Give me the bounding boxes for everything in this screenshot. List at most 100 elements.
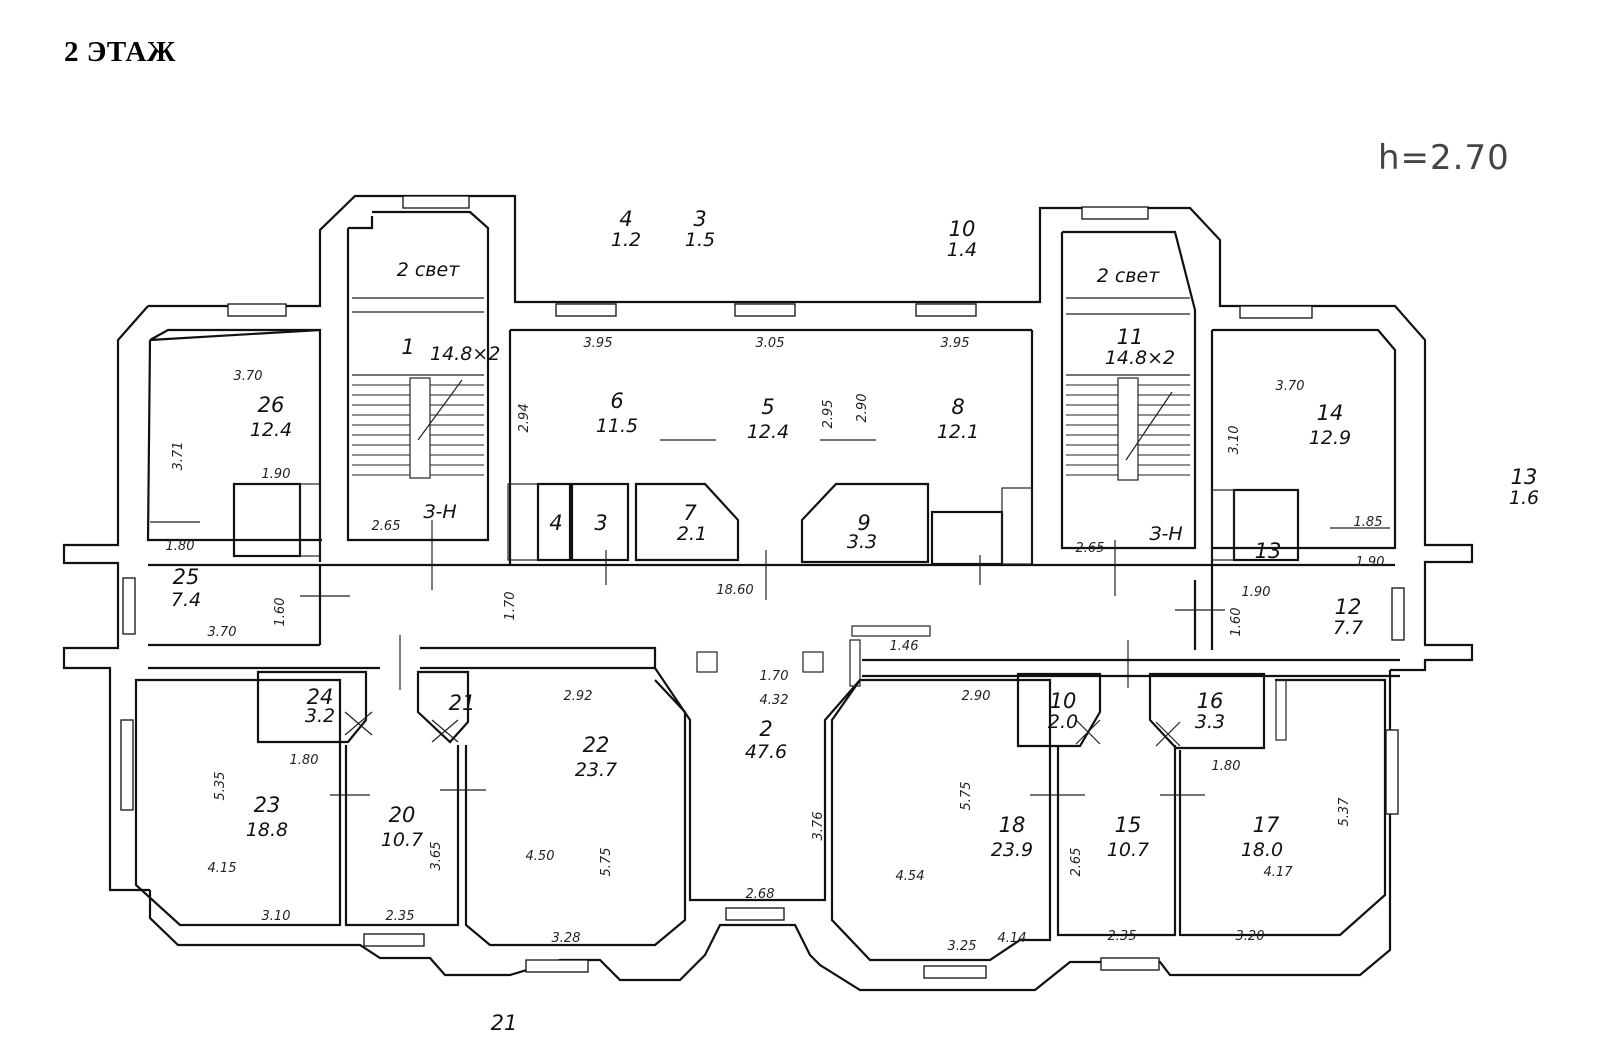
- dim-4-17: 4.17: [1264, 865, 1294, 880]
- label-10-outside: 10: [949, 217, 976, 241]
- room-24-area: 3.2: [305, 705, 335, 727]
- stairs-right: [1066, 297, 1190, 481]
- room-25-number: 25: [173, 565, 200, 589]
- room-2-area: 47.6: [745, 741, 787, 763]
- dim-5-35: 5.35: [213, 772, 228, 801]
- dim-4-32: 4.32: [760, 693, 789, 708]
- dim-2-90-b: 2.90: [962, 689, 991, 704]
- partitions: [232, 482, 1300, 750]
- windows: [120, 195, 1405, 979]
- dim-1-70-a: 1.70: [503, 592, 518, 621]
- dim-3-05: 3.05: [756, 336, 785, 351]
- room-25-area: 7.4: [171, 589, 201, 611]
- room-5-number: 5: [761, 395, 774, 419]
- room-20-area: 10.7: [381, 829, 423, 851]
- dim-1-90-a: 1.90: [262, 467, 291, 482]
- room-16-area: 3.3: [1195, 711, 1225, 733]
- dim-3-10: 3.10: [1227, 426, 1242, 455]
- room-10-number: 10: [1050, 689, 1077, 713]
- dim-3-25: 3.25: [948, 939, 977, 954]
- light-left-label: 2 свет: [397, 259, 460, 281]
- stairs-left: [352, 297, 484, 479]
- outside-labels: 4 1.2 3 1.5 10 1.4 13 1.6 21: [491, 207, 1539, 1035]
- dim-4-15: 4.15: [208, 861, 237, 876]
- dim-2-65-c: 2.65: [1069, 848, 1084, 877]
- room-13-number: 13: [1255, 539, 1282, 563]
- room-26-number: 26: [258, 393, 285, 417]
- dim-4-54: 4.54: [896, 869, 925, 884]
- stair-left-label: З-Н: [423, 501, 456, 523]
- dim-2-92: 2.92: [564, 689, 593, 704]
- dim-1-60-a: 1.60: [273, 598, 288, 627]
- dim-2-35-a: 2.35: [386, 909, 415, 924]
- room-15-number: 15: [1115, 813, 1142, 837]
- dim-5-37: 5.37: [1337, 797, 1352, 827]
- room-17-number: 17: [1253, 813, 1280, 837]
- floor-title: 2 ЭТАЖ: [64, 36, 176, 68]
- room-20-number: 20: [389, 803, 416, 827]
- label-4-outside: 4: [619, 207, 632, 231]
- dimensions: 3.70 3.71 1.90 1.80 3.70 1.60 3.95 2.94 …: [166, 336, 1385, 954]
- room-4-number: 4: [549, 511, 562, 535]
- dim-3-76: 3.76: [811, 812, 826, 841]
- label-3-outside-area: 1.5: [685, 229, 715, 251]
- stair-right-label: З-Н: [1149, 523, 1182, 545]
- label-13-outside-area: 1.6: [1509, 487, 1539, 509]
- door-markers: [150, 439, 1390, 796]
- label-13-outside: 13: [1511, 465, 1538, 489]
- dim-2-65-b: 2.65: [1076, 541, 1105, 556]
- room-18-area: 23.9: [991, 839, 1033, 861]
- room-12-area: 7.7: [1333, 617, 1363, 639]
- dim-1-46: 1.46: [890, 639, 919, 654]
- room-7-number: 7: [683, 501, 697, 525]
- label-4-outside-area: 1.2: [611, 229, 641, 251]
- dim-5-75-a: 5.75: [599, 848, 614, 877]
- ceiling-height-label: h=2.70: [1378, 138, 1510, 178]
- room-3-number: 3: [594, 511, 607, 535]
- room-21-number: 21: [449, 691, 476, 715]
- room-2-number: 2: [759, 717, 772, 741]
- room-16-number: 16: [1197, 689, 1224, 713]
- room-23-number: 23: [254, 793, 281, 817]
- dim-4-14: 4.14: [998, 931, 1027, 946]
- dim-1-70-b: 1.70: [760, 669, 789, 684]
- room-1-area: 14.8×2: [430, 343, 500, 365]
- room-6-area: 11.5: [596, 415, 638, 437]
- room-23-area: 18.8: [246, 819, 288, 841]
- dim-2-35-b: 2.35: [1108, 929, 1137, 944]
- label-3-outside: 3: [693, 207, 706, 231]
- dim-2-95: 2.95: [821, 400, 836, 429]
- room-18-number: 18: [999, 813, 1026, 837]
- light-right-label: 2 свет: [1097, 265, 1160, 287]
- dim-3-28: 3.28: [552, 931, 581, 946]
- label-10-outside-area: 1.4: [947, 239, 977, 261]
- room-8-area: 12.1: [937, 421, 979, 443]
- room-24-number: 24: [307, 685, 334, 709]
- dim-2-65-a: 2.65: [372, 519, 401, 534]
- dim-3-70-c: 3.70: [1276, 379, 1305, 394]
- room-14-number: 14: [1317, 401, 1344, 425]
- room-6-number: 6: [610, 389, 623, 413]
- dim-1-90-b: 1.90: [1356, 555, 1385, 570]
- dim-1-80-b: 1.80: [290, 753, 319, 768]
- label-21-outside: 21: [491, 1011, 518, 1035]
- dim-2-90: 2.90: [855, 394, 870, 423]
- dim-3-95-b: 3.95: [941, 336, 970, 351]
- dim-3-20: 3.20: [1236, 929, 1265, 944]
- room-9-area: 3.3: [847, 531, 877, 553]
- room-5-area: 12.4: [747, 421, 789, 443]
- room-labels: 1 14.8×2 2 47.6 3 4 5 12.4 6 11.5 7 2.1 …: [171, 325, 1363, 861]
- dim-1-60-b: 1.60: [1229, 608, 1244, 637]
- room-11-area: 14.8×2: [1105, 347, 1175, 369]
- room-1-number: 1: [401, 335, 414, 359]
- stair-labels: 2 свет 2 свет З-Н З-Н: [397, 259, 1183, 545]
- dim-5-75-b: 5.75: [959, 782, 974, 811]
- dim-2-68: 2.68: [746, 887, 775, 902]
- dim-3-71: 3.71: [171, 442, 186, 471]
- room-14-area: 12.9: [1309, 427, 1351, 449]
- room-9-number: 9: [857, 511, 870, 535]
- dim-2-94: 2.94: [517, 404, 532, 433]
- dim-1-90-c: 1.90: [1242, 585, 1271, 600]
- room-22-area: 23.7: [575, 759, 617, 781]
